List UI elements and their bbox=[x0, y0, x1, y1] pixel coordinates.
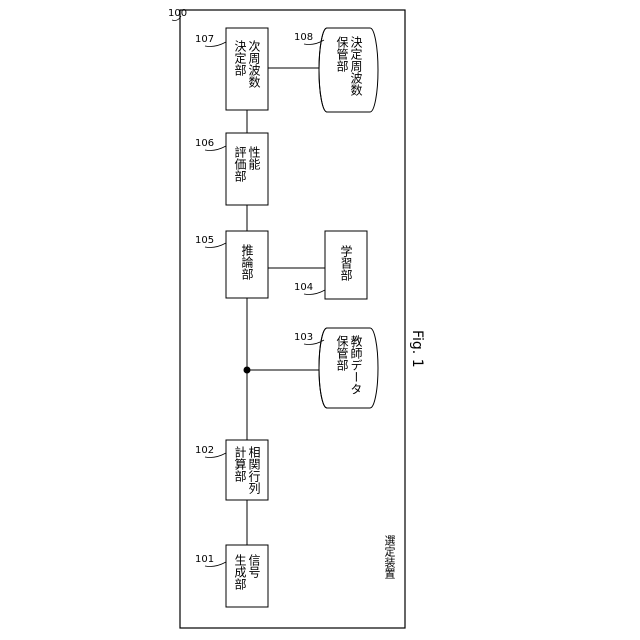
ref-107: 107 bbox=[195, 34, 214, 45]
ref-108: 108 bbox=[294, 32, 313, 43]
block-106-line-2: 評価部 bbox=[233, 146, 247, 182]
block-102-line-1: 相関行列 bbox=[247, 446, 261, 494]
block-104-line-1: 学習部 bbox=[339, 245, 353, 281]
block-104-label: 学習部 bbox=[339, 245, 353, 289]
block-106-label: 性能 評価部 bbox=[233, 146, 261, 196]
block-108-label: 決定周波数 保管部 bbox=[335, 36, 363, 110]
block-103-line-1: 教師データ bbox=[349, 335, 363, 395]
block-108-line-2: 保管部 bbox=[335, 36, 349, 72]
block-101-line-2: 生成部 bbox=[233, 554, 247, 590]
ref-103: 103 bbox=[294, 332, 313, 343]
device-name: 選定装置 bbox=[382, 535, 396, 595]
block-103-label: 教師データ 保管部 bbox=[335, 335, 363, 405]
junction-dot bbox=[244, 367, 251, 374]
block-101-line-1: 信号 bbox=[247, 554, 261, 578]
block-102-label: 相関行列 計算部 bbox=[233, 446, 261, 496]
ref-104: 104 bbox=[294, 282, 313, 293]
ref-101: 101 bbox=[195, 554, 214, 565]
ref-105: 105 bbox=[195, 235, 214, 246]
block-106-line-1: 性能 bbox=[247, 146, 261, 170]
ref-102: 102 bbox=[195, 445, 214, 456]
block-107-line-2: 決定部 bbox=[233, 40, 247, 76]
block-102-line-2: 計算部 bbox=[233, 446, 247, 482]
device-ref-label: 100 bbox=[168, 8, 187, 19]
block-107-label: 次周波数 決定部 bbox=[233, 40, 261, 104]
block-101-label: 信号 生成部 bbox=[233, 554, 261, 600]
figure-caption: Fig. 1 bbox=[409, 330, 425, 368]
block-103-line-2: 保管部 bbox=[335, 335, 349, 371]
block-105-label: 推論部 bbox=[240, 244, 254, 288]
block-108-line-1: 決定周波数 bbox=[349, 36, 363, 96]
ref-106: 106 bbox=[195, 138, 214, 149]
block-105-line-1: 推論部 bbox=[240, 244, 254, 280]
block-107-line-1: 次周波数 bbox=[247, 40, 261, 88]
